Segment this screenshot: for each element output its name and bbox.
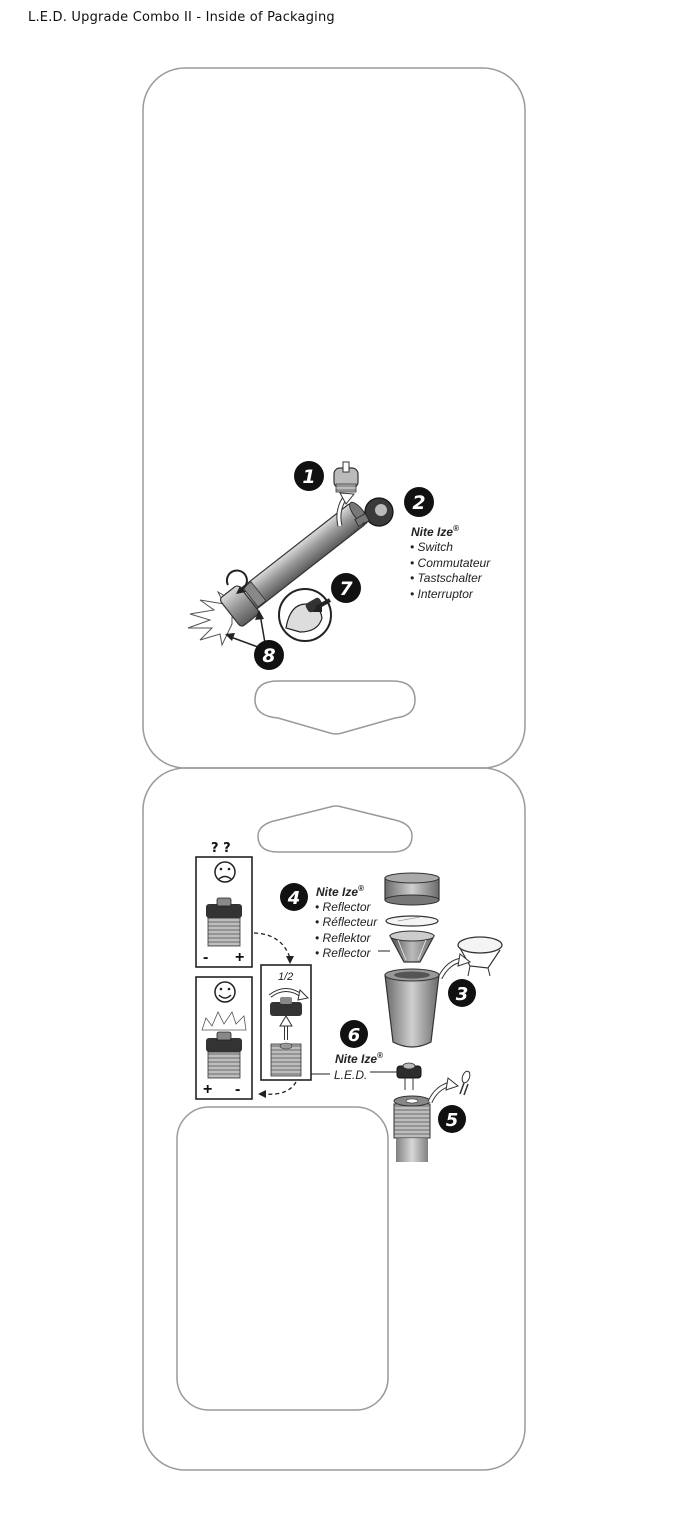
flashlight-illustration [187,461,394,648]
step-number-7: 7 [339,578,353,600]
reflector-item-fr: • Réflecteur [315,915,378,929]
light-burst-small [201,1011,247,1031]
reflector-reg-mark: ® [358,884,364,893]
plus-sign-left: + [203,1081,212,1098]
step-number-3: 3 [456,984,469,1005]
half-turn-label: 1/2 [278,971,293,983]
led-module-correct [206,1031,242,1079]
question-marks: ? ? [211,841,231,856]
old-reflector [457,936,503,977]
switch-item-en: • Switch [410,540,453,554]
led-module-rotate [270,997,302,1016]
step-badge-3: 3 [448,979,476,1007]
wrong-polarity-panel [195,856,253,968]
step-number-4: 4 [287,888,301,909]
led-item: L.E.D. [334,1068,367,1082]
step-badge-7: 7 [331,573,361,603]
half-turn-panel [260,964,312,1081]
reflector-callout: Nite Ize® • Reflector • Réflecteur • Ref… [315,884,378,960]
step-number-8: 8 [262,645,275,667]
light-burst [187,590,233,647]
switch-part [354,497,394,528]
step-badge-2: 2 [404,487,434,517]
step-badge-8: 8 [254,640,284,670]
led-module-wrong [206,897,242,947]
svg-text:Nite Ize®: Nite Ize® [335,1051,383,1066]
head-barrel [384,968,440,1048]
plus-sign-right: + [235,949,244,966]
head-parts-illustration [311,872,503,1162]
happy-face-icon [214,981,236,1003]
step-number-6: 6 [348,1025,361,1046]
old-bulb [459,1070,471,1096]
page-title: L.E.D. Upgrade Combo II - Inside of Pack… [28,10,335,25]
step-number-2: 2 [412,492,425,514]
polarity-panels: ? ? - + + - [195,841,312,1100]
tailcap-part [333,461,359,493]
svg-text:Nite Ize®: Nite Ize® [411,524,459,539]
reflector-item-en: • Reflector [315,900,372,914]
switch-callout: Nite Ize® • Switch • Commutateur • Tasts… [410,524,491,601]
reflector-item-es: • Reflector [315,946,372,960]
led-reg-mark: ® [377,1051,383,1060]
bezel-ring [384,872,440,906]
step-badge-6: 6 [340,1020,368,1048]
step-number-5: 5 [446,1110,459,1131]
switch-item-de: • Tastschalter [410,571,483,585]
hang-slot-upper [254,680,416,735]
step-number-1: 1 [302,466,315,488]
minus-sign-right: - [235,1081,240,1098]
reflector-brand: Nite Ize [316,885,358,899]
correct-polarity-panel [195,976,253,1100]
reflector-part [388,930,436,963]
svg-text:Nite Ize®: Nite Ize® [316,884,364,899]
lens-disc [385,915,439,927]
switch-item-fr: • Commutateur [410,556,491,570]
led-brand: Nite Ize [335,1052,377,1066]
lower-card [142,767,526,1471]
step-badge-1: 1 [294,461,324,491]
sad-face-icon [214,861,236,883]
step-badge-5: 5 [438,1105,466,1133]
reflector-item-de: • Reflektor [315,931,372,945]
switch-reg-mark: ® [453,524,459,533]
hang-slot-lower [257,805,413,853]
flashlight-barrel-lower [393,1095,431,1162]
hand-inset [278,588,332,642]
minus-sign-left: - [203,949,208,966]
upper-card [142,67,526,769]
led-callout: Nite Ize® L.E.D. [334,1051,383,1082]
product-window [176,1106,389,1411]
step-badge-4: 4 [280,883,308,911]
switch-item-es: • Interruptor [410,587,474,601]
switch-brand: Nite Ize [411,525,453,539]
led-part [396,1062,422,1090]
